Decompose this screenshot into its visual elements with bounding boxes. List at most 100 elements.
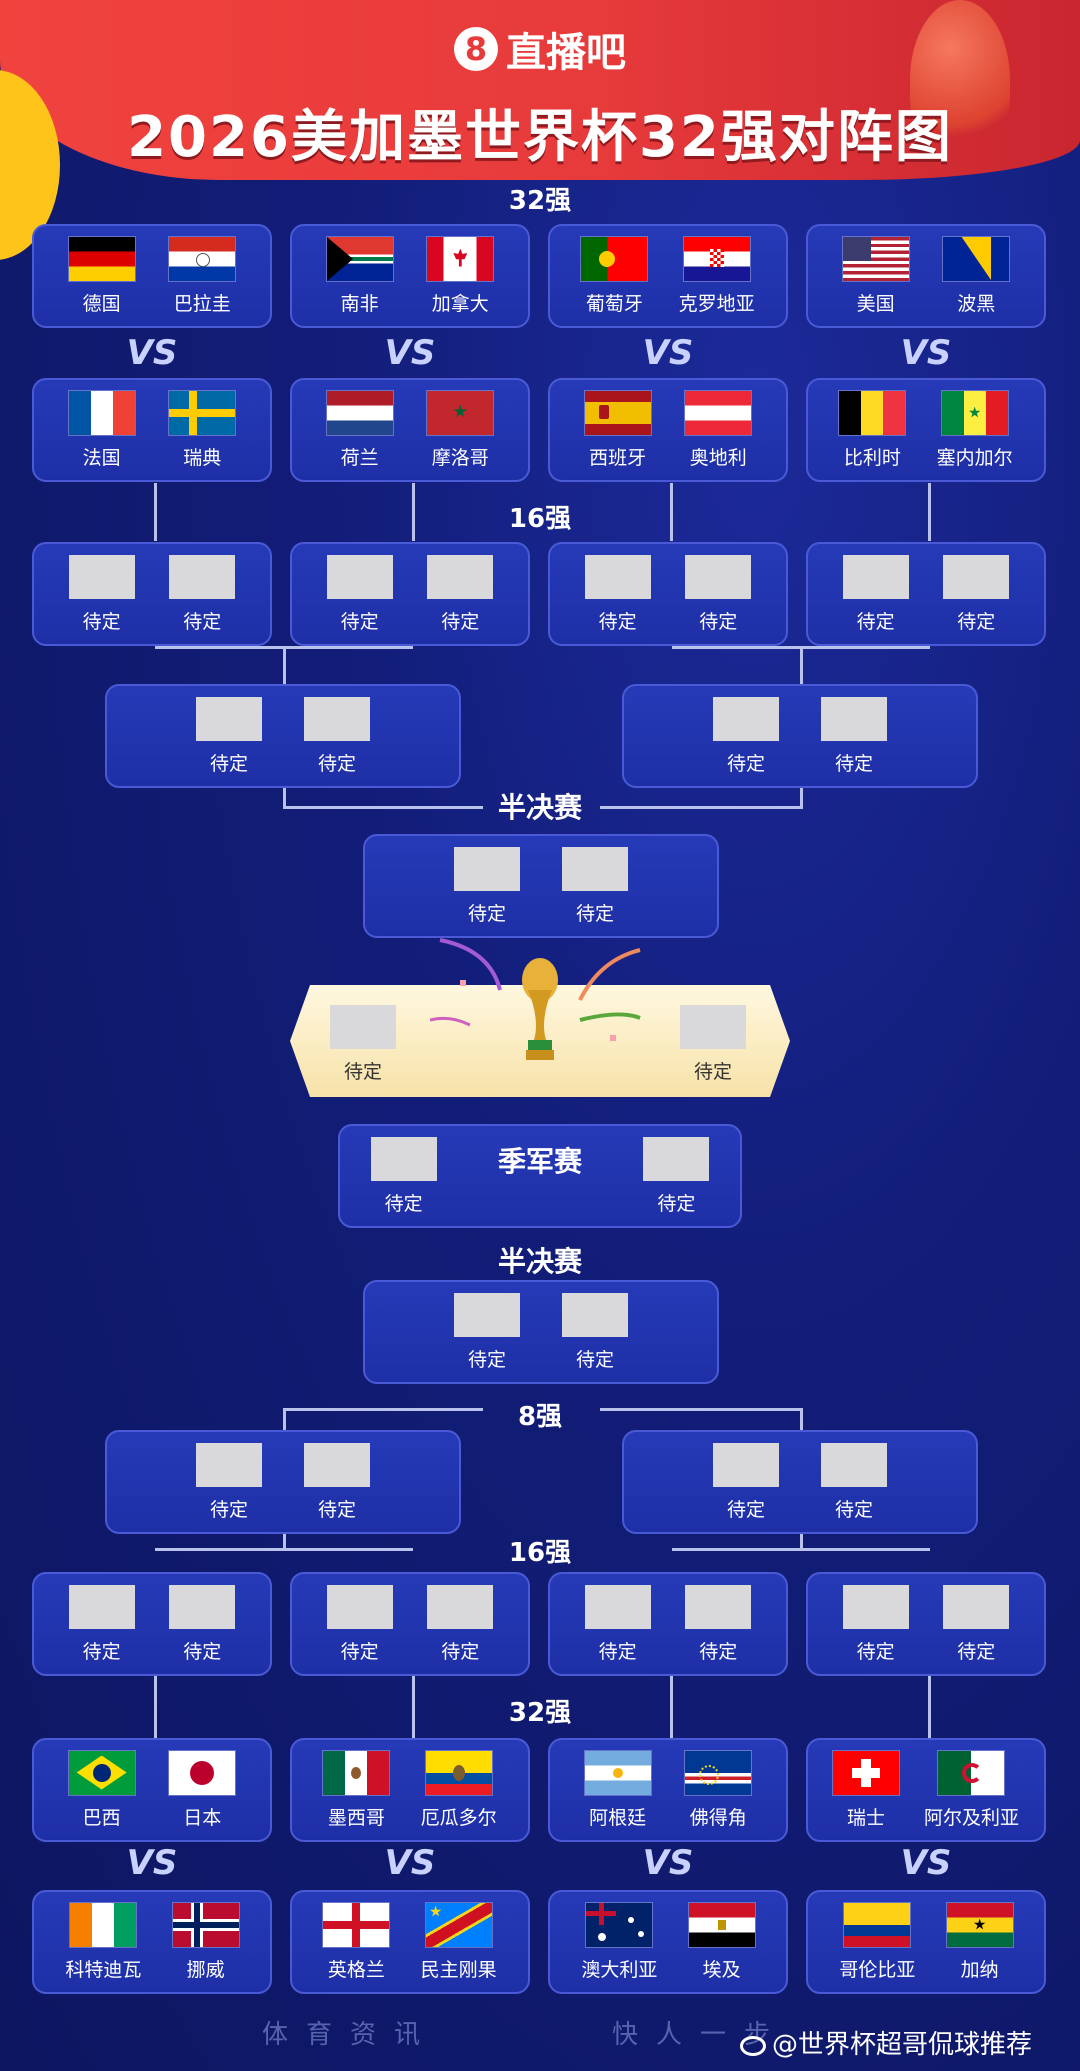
team-germany[interactable]: 德国 bbox=[68, 236, 135, 316]
team-belgium[interactable]: 比利时 bbox=[839, 390, 906, 470]
team-tbd[interactable]: 待定 bbox=[68, 554, 135, 634]
team-portugal[interactable]: 葡萄牙 bbox=[581, 236, 648, 316]
team-algeria[interactable]: 阿尔及利亚 bbox=[924, 1750, 1019, 1830]
team-tbd[interactable]: 待定 bbox=[713, 696, 779, 776]
team-tbd[interactable]: 待定 bbox=[169, 1584, 236, 1664]
team-tbd[interactable]: 待定 bbox=[196, 1442, 262, 1522]
team-england[interactable]: 英格兰 bbox=[323, 1902, 390, 1982]
team-brazil[interactable]: 巴西 bbox=[68, 1750, 135, 1830]
team-colombia[interactable]: 哥伦比亚 bbox=[839, 1902, 915, 1982]
match-card: 法国 瑞典 bbox=[32, 378, 272, 482]
team-morocco[interactable]: 摩洛哥 bbox=[427, 390, 494, 470]
team-tbd[interactable]: 待定 bbox=[821, 1442, 887, 1522]
placeholder-box bbox=[562, 846, 628, 891]
team-tbd[interactable]: 待定 bbox=[326, 554, 393, 634]
final-team-left[interactable]: 待定 bbox=[330, 1005, 396, 1084]
team-tbd[interactable]: 待定 bbox=[370, 1136, 437, 1216]
team-south-africa[interactable]: 南非 bbox=[326, 236, 393, 316]
team-tbd[interactable]: 待定 bbox=[821, 696, 887, 776]
flag-norway-icon bbox=[172, 1902, 239, 1947]
match-card: 墨西哥 厄瓜多尔 bbox=[290, 1738, 530, 1842]
placeholder-box bbox=[68, 1584, 135, 1629]
team-mexico[interactable]: 墨西哥 bbox=[323, 1750, 390, 1830]
team-tbd[interactable]: 待定 bbox=[454, 846, 520, 926]
team-tbd[interactable]: 待定 bbox=[943, 554, 1010, 634]
team-tbd[interactable]: 待定 bbox=[562, 1292, 628, 1372]
team-austria[interactable]: 奥地利 bbox=[685, 390, 752, 470]
team-tbd[interactable]: 待定 bbox=[943, 1584, 1010, 1664]
team-tbd[interactable]: 待定 bbox=[304, 696, 370, 776]
team-tbd[interactable]: 待定 bbox=[713, 1442, 779, 1522]
team-tbd[interactable]: 待定 bbox=[685, 554, 752, 634]
team-croatia[interactable]: 克罗地亚 bbox=[679, 236, 755, 316]
match-card: 葡萄牙 克罗地亚 bbox=[548, 224, 788, 328]
third-place-title: 季军赛 bbox=[497, 1145, 582, 1178]
team-tbd[interactable]: 待定 bbox=[584, 1584, 651, 1664]
flag-paraguay-icon bbox=[169, 236, 236, 281]
connector bbox=[283, 646, 286, 684]
team-ivory-coast[interactable]: 科特迪瓦 bbox=[65, 1902, 141, 1982]
placeholder-box bbox=[304, 696, 370, 741]
team-tbd[interactable]: 待定 bbox=[685, 1584, 752, 1664]
team-tbd[interactable]: 待定 bbox=[454, 1292, 520, 1372]
team-tbd[interactable]: 待定 bbox=[842, 1584, 909, 1664]
team-netherlands[interactable]: 荷兰 bbox=[326, 390, 393, 470]
match-card: 阿根廷 佛得角 bbox=[548, 1738, 788, 1842]
vs-label: VS bbox=[384, 333, 436, 373]
team-tbd[interactable]: 待定 bbox=[196, 696, 262, 776]
match-card-tbd: 待定待定 bbox=[290, 1572, 530, 1676]
team-canada[interactable]: 加拿大 bbox=[427, 236, 494, 316]
team-ghana[interactable]: 加纳 bbox=[946, 1902, 1013, 1982]
team-paraguay[interactable]: 巴拉圭 bbox=[169, 236, 236, 316]
connector bbox=[600, 1408, 803, 1411]
connector bbox=[800, 788, 803, 808]
team-tbd[interactable]: 待定 bbox=[304, 1442, 370, 1522]
team-switzerland[interactable]: 瑞士 bbox=[832, 1750, 899, 1830]
flag-bosnia-icon bbox=[943, 236, 1010, 281]
team-norway[interactable]: 挪威 bbox=[172, 1902, 239, 1982]
team-tbd[interactable]: 待定 bbox=[562, 846, 628, 926]
match-card: 西班牙 奥地利 bbox=[548, 378, 788, 482]
team-sweden[interactable]: 瑞典 bbox=[169, 390, 236, 470]
connector bbox=[283, 806, 483, 809]
team-tbd[interactable]: 待定 bbox=[643, 1136, 710, 1216]
stage-label-sf-top: 半决赛 bbox=[497, 791, 582, 824]
connector bbox=[800, 1534, 803, 1550]
team-tbd[interactable]: 待定 bbox=[584, 554, 651, 634]
team-tbd[interactable]: 待定 bbox=[169, 554, 236, 634]
final-team-right[interactable]: 待定 bbox=[680, 1005, 746, 1084]
team-spain[interactable]: 西班牙 bbox=[584, 390, 651, 470]
team-usa[interactable]: 美国 bbox=[842, 236, 909, 316]
match-card: 瑞士 阿尔及利亚 bbox=[806, 1738, 1046, 1842]
third-place-card: 待定 季军赛 待定 bbox=[338, 1124, 742, 1228]
team-japan[interactable]: 日本 bbox=[169, 1750, 236, 1830]
placeholder-box bbox=[454, 1292, 520, 1337]
team-cape-verde[interactable]: 佛得角 bbox=[685, 1750, 752, 1830]
team-tbd[interactable]: 待定 bbox=[427, 554, 494, 634]
team-egypt[interactable]: 埃及 bbox=[688, 1902, 755, 1982]
team-tbd[interactable]: 待定 bbox=[842, 554, 909, 634]
team-argentina[interactable]: 阿根廷 bbox=[584, 1750, 651, 1830]
trophy-icon bbox=[522, 958, 558, 1060]
placeholder-box bbox=[169, 1584, 236, 1629]
placeholder-box bbox=[943, 554, 1010, 599]
vs-label: VS bbox=[642, 333, 694, 373]
placeholder-box bbox=[454, 846, 520, 891]
team-senegal[interactable]: 塞内加尔 bbox=[937, 390, 1013, 470]
team-bosnia[interactable]: 波黑 bbox=[943, 236, 1010, 316]
placeholder-box bbox=[713, 696, 779, 741]
header-banner bbox=[0, 0, 1080, 180]
team-france[interactable]: 法国 bbox=[68, 390, 135, 470]
team-dr-congo[interactable]: 民主刚果 bbox=[421, 1902, 497, 1982]
match-card: 巴西 日本 bbox=[32, 1738, 272, 1842]
team-tbd[interactable]: 待定 bbox=[326, 1584, 393, 1664]
placeholder-box bbox=[427, 1584, 494, 1629]
flag-colombia-icon bbox=[844, 1902, 911, 1947]
team-australia[interactable]: 澳大利亚 bbox=[581, 1902, 657, 1982]
team-ecuador[interactable]: 厄瓜多尔 bbox=[421, 1750, 497, 1830]
team-tbd[interactable]: 待定 bbox=[427, 1584, 494, 1664]
stage-label-r16-top: 16强 bbox=[508, 504, 572, 534]
team-tbd[interactable]: 待定 bbox=[68, 1584, 135, 1664]
flag-austria-icon bbox=[685, 390, 752, 435]
